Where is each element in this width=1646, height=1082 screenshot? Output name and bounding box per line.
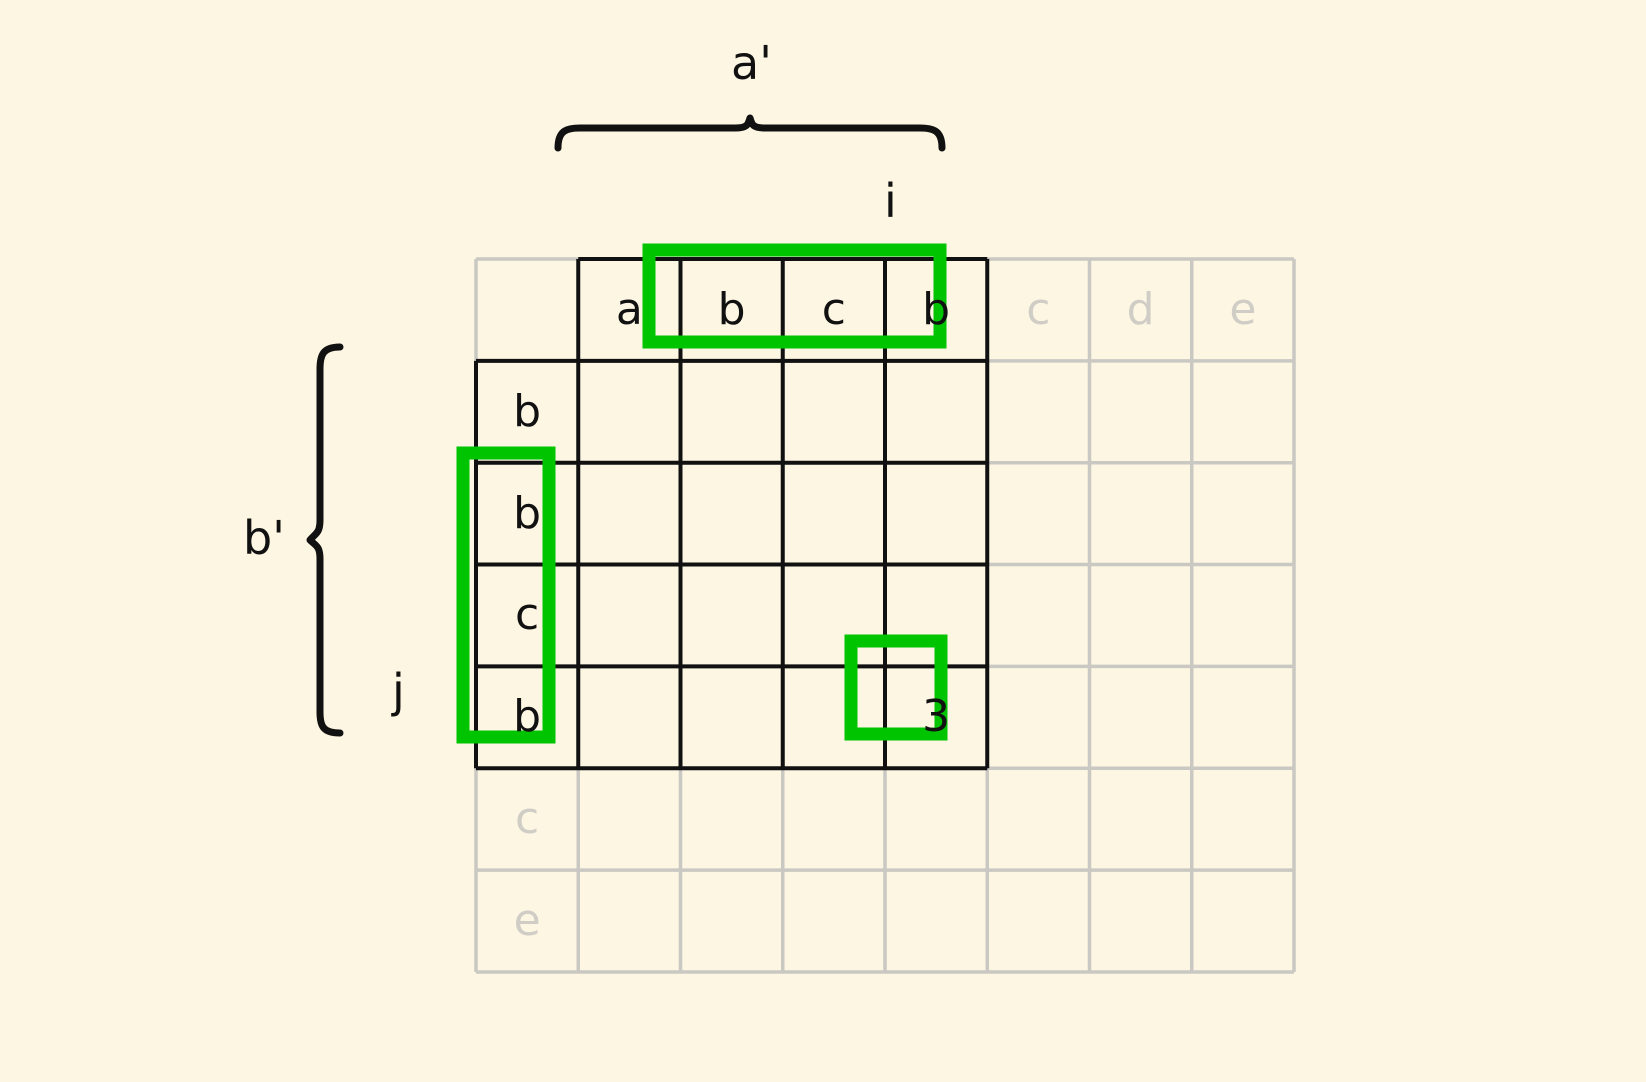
row-header-6[interactable]: e: [513, 895, 541, 947]
matrix-cell-value[interactable]: 3: [922, 691, 951, 743]
row-header-3[interactable]: c: [515, 589, 540, 641]
highlight-row-span: [456, 446, 556, 744]
column-header-1[interactable]: a: [615, 283, 643, 335]
top-brace-label: a': [731, 36, 772, 90]
row-header-5[interactable]: c: [515, 793, 540, 845]
left-brace: [306, 343, 344, 737]
row-header-4[interactable]: b: [513, 691, 542, 743]
row-header-2[interactable]: b: [513, 487, 542, 539]
row-header-1[interactable]: b: [513, 385, 542, 437]
column-header-2[interactable]: b: [717, 283, 746, 335]
highlight-value-cell: [844, 634, 948, 741]
column-header-5[interactable]: c: [1026, 283, 1051, 335]
column-header-7[interactable]: e: [1229, 283, 1257, 335]
column-header-0[interactable]: [476, 259, 578, 361]
highlight-column-span: [642, 243, 947, 349]
row-index-label: j: [392, 664, 405, 718]
left-brace-label: b': [243, 511, 285, 565]
column-header-4[interactable]: b: [922, 283, 951, 335]
column-index-label: i: [884, 174, 897, 228]
column-header-6[interactable]: d: [1126, 283, 1155, 335]
column-header-3[interactable]: c: [821, 283, 846, 335]
top-brace: [554, 114, 946, 152]
